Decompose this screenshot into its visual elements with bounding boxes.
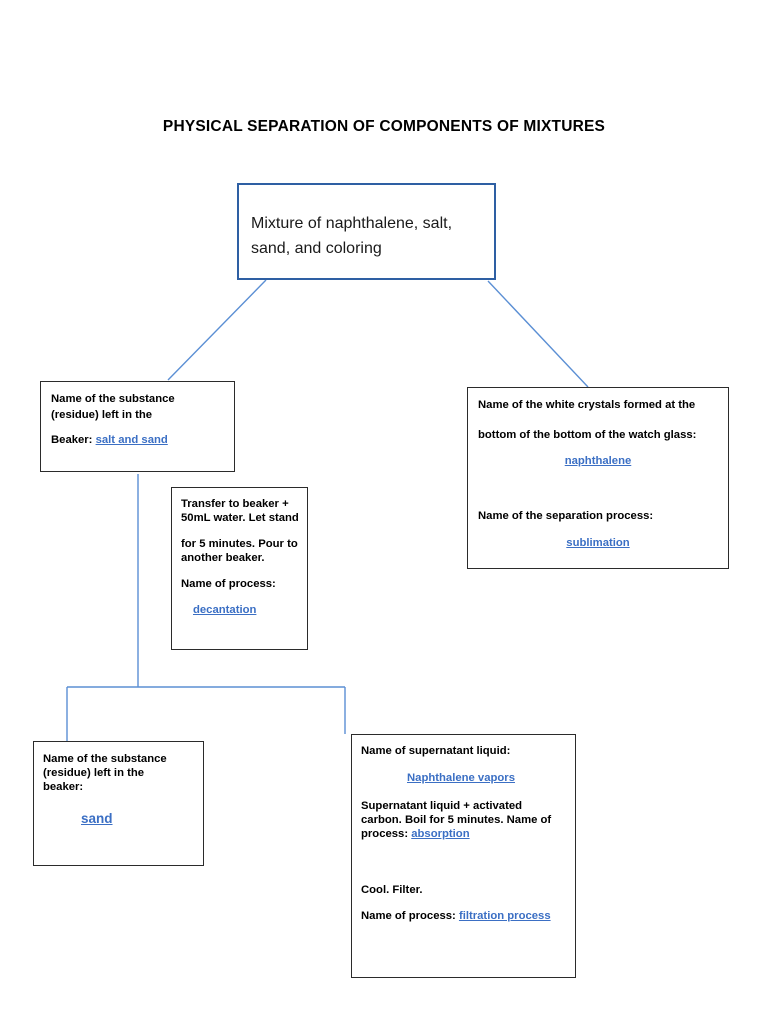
sand-line-3: beaker: [43, 781, 84, 793]
decant-line-2: 50mL water. Let stand [181, 512, 299, 524]
supernatant-line-2: Supernatant liquid + activated [361, 800, 523, 812]
decant-answer[interactable]: decantation [193, 604, 257, 616]
supernatant-filtration-label: Name of process: [361, 910, 456, 922]
connector-mixture-to-residue [167, 279, 267, 381]
supernatant-line-5: Cool. Filter. [361, 884, 423, 896]
decant-line-5: Name of process: [181, 578, 276, 590]
node-supernatant-liquid: Name of supernatant liquid: Naphthalene … [351, 734, 576, 978]
node-residue-beaker: Name of the substance (residue) left in … [40, 381, 235, 472]
crystals-answer-substance[interactable]: naphthalene [564, 455, 632, 467]
node-sand-residue: Name of the substance (residue) left in … [33, 741, 204, 866]
supernatant-answer-absorption[interactable]: absorption [411, 828, 470, 840]
sand-answer[interactable]: sand [81, 811, 113, 826]
supernatant-line-3: carbon. Boil for 5 minutes. Name of [361, 814, 552, 826]
supernatant-process-label: process: [361, 828, 409, 840]
decant-line-1: Transfer to beaker + [181, 498, 289, 510]
node-white-crystals: Name of the white crystals formed at the… [467, 387, 729, 569]
supernatant-answer-liquid[interactable]: Naphthalene vapors [407, 772, 515, 784]
residue-line-1: Name of the substance [51, 393, 175, 405]
decant-line-4: another beaker. [181, 552, 265, 564]
crystals-line-2: bottom of the bottom of the watch glass: [478, 429, 697, 441]
node-mixture: Mixture of naphthalene, salt, sand, and … [237, 183, 496, 280]
supernatant-line-6: Name of process: filtration process [361, 909, 567, 923]
residue-line-2: (residue) left in the [51, 409, 153, 421]
crystals-answer-process[interactable]: sublimation [566, 537, 630, 549]
sand-line-2: (residue) left in the [43, 767, 145, 779]
residue-line-3: Beaker: salt and sand [51, 433, 234, 447]
crystals-line-3: Name of the separation process: [478, 510, 654, 522]
connector-mixture-to-crystals [487, 280, 589, 388]
decant-line-3: for 5 minutes. Pour to [181, 538, 298, 550]
sand-line-1: Name of the substance [43, 753, 167, 765]
residue-answer[interactable]: salt and sand [95, 434, 168, 446]
node-decantation: Transfer to beaker + 50mL water. Let sta… [171, 487, 308, 650]
supernatant-line-4: process: absorption [361, 827, 567, 841]
mixture-line-1: Mixture of naphthalene, salt, [251, 215, 453, 232]
crystals-line-1: Name of the white crystals formed at the [478, 399, 696, 411]
supernatant-answer-filtration[interactable]: filtration process [458, 910, 551, 922]
residue-label: Beaker: [51, 434, 93, 446]
supernatant-line-1: Name of supernatant liquid: [361, 745, 511, 757]
mixture-line-2: sand, and coloring [251, 240, 382, 257]
page-title: PHYSICAL SEPARATION OF COMPONENTS OF MIX… [162, 118, 606, 135]
